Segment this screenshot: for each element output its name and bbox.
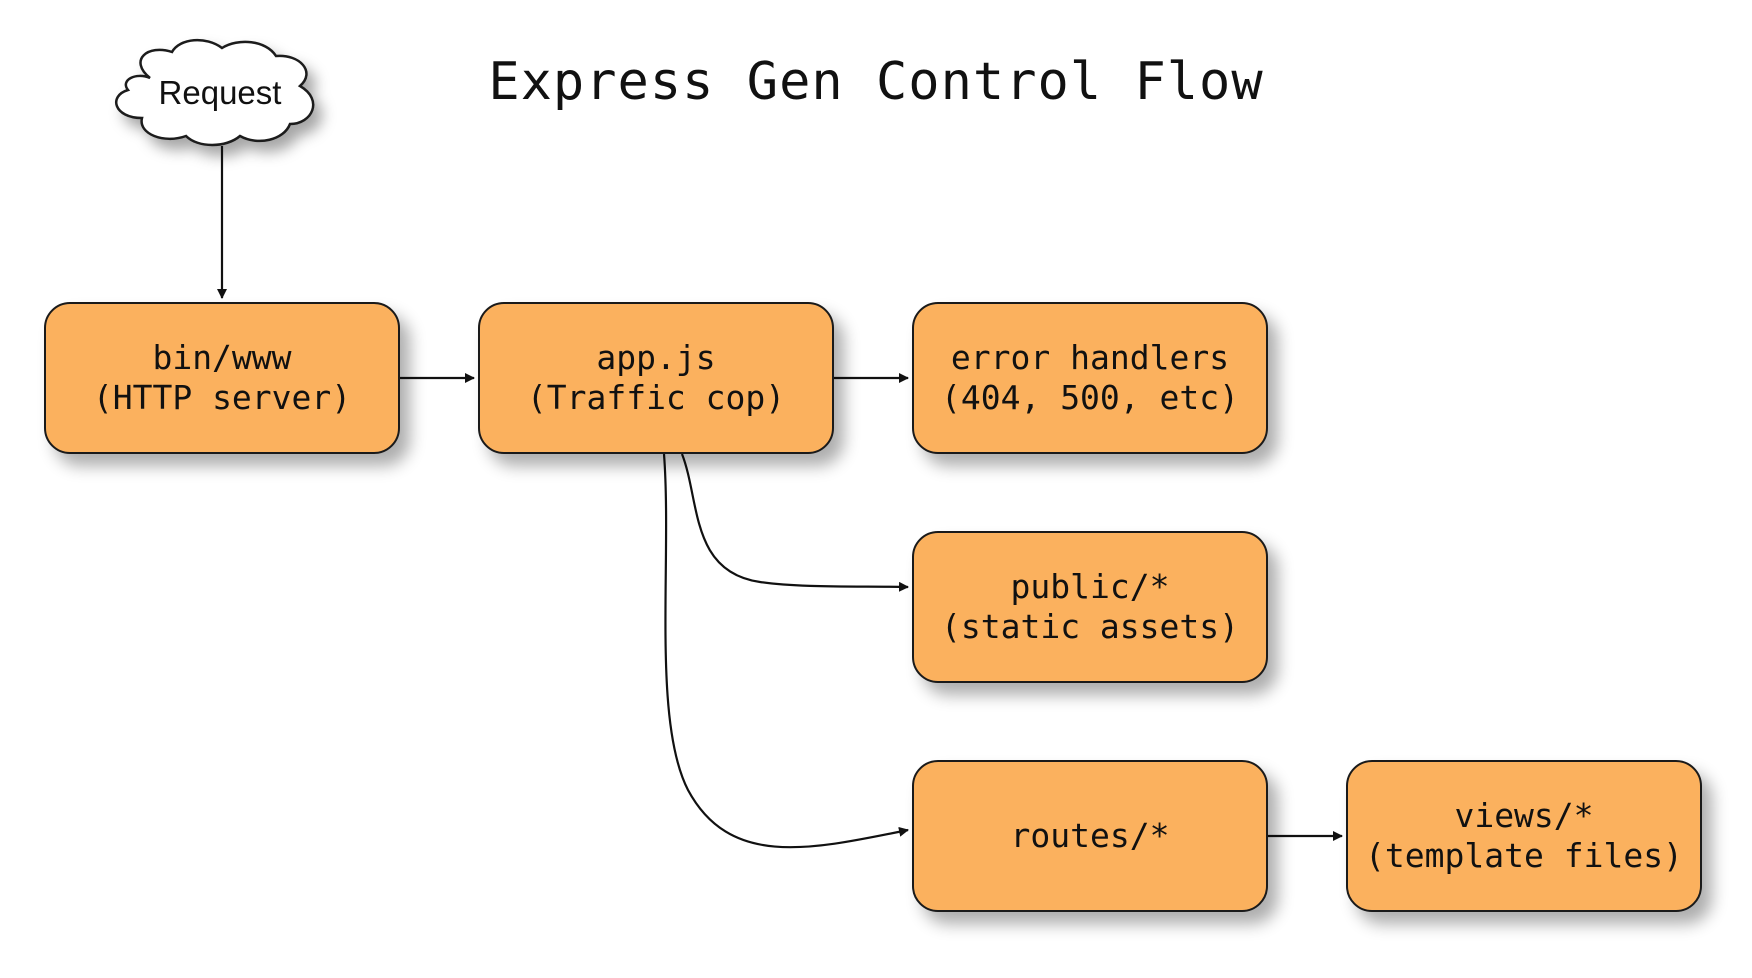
node-public-subtitle: (static assets) [940, 607, 1239, 646]
node-routes-title: routes/* [1010, 816, 1170, 855]
node-views: views/* (template files) [1346, 760, 1702, 912]
node-routes: routes/* [912, 760, 1268, 912]
node-public: public/* (static assets) [912, 531, 1268, 683]
node-error-handlers-title: error handlers [950, 338, 1230, 377]
request-label: Request [158, 74, 282, 111]
node-app-js-title: app.js [596, 338, 716, 377]
request-cloud [115, 39, 315, 147]
node-bin-www-title: bin/www [152, 338, 292, 377]
edge-app-to-routes [662, 453, 909, 849]
node-error-handlers-subtitle: (404, 500, etc) [940, 378, 1239, 417]
node-bin-www-subtitle: (HTTP server) [92, 378, 352, 417]
node-bin-www: bin/www (HTTP server) [44, 302, 400, 454]
node-error-handlers: error handlers (404, 500, etc) [912, 302, 1268, 454]
edge-app-to-public [680, 453, 909, 592]
node-app-js: app.js (Traffic cop) [478, 302, 834, 454]
page-title: Express Gen Control Flow [488, 52, 1264, 112]
node-app-js-subtitle: (Traffic cop) [526, 378, 786, 417]
node-views-subtitle: (template files) [1365, 836, 1683, 875]
node-public-title: public/* [1010, 567, 1170, 606]
node-views-title: views/* [1454, 796, 1594, 835]
